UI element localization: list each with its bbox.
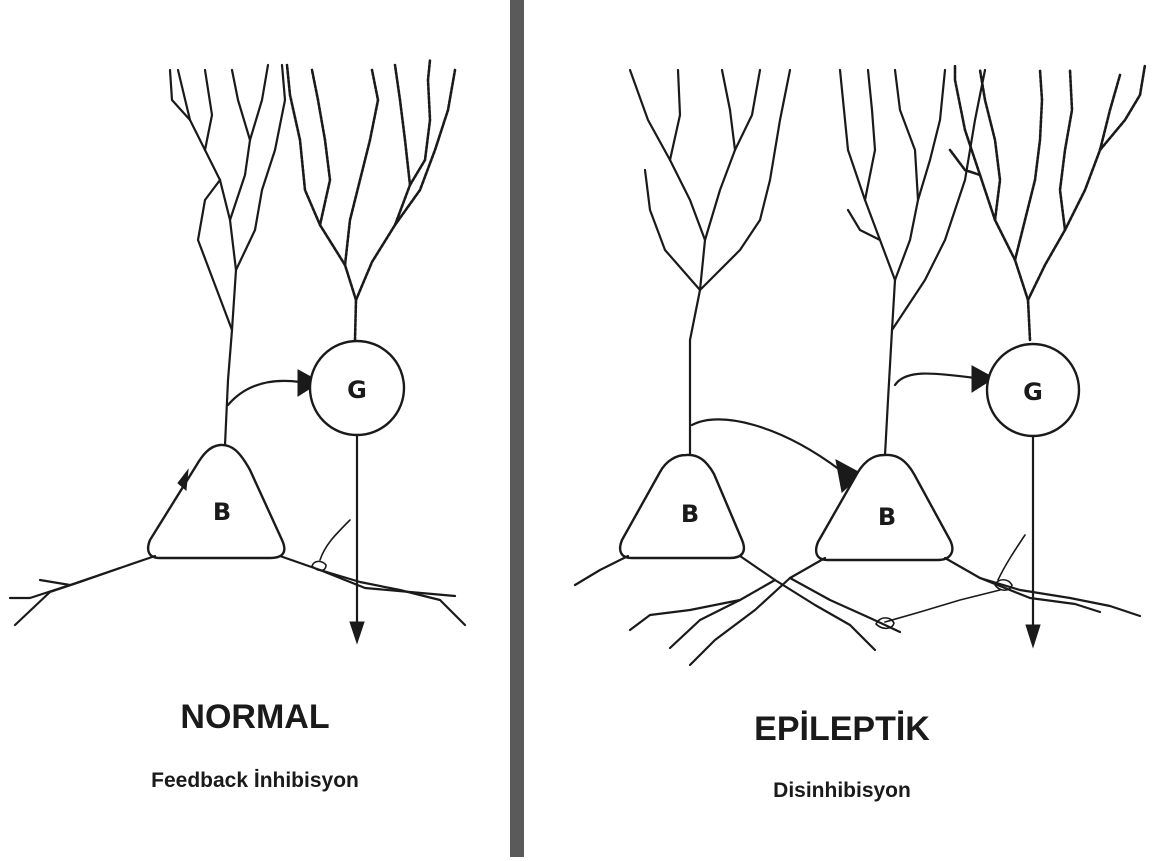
left-collateral-to-interneuron <box>228 381 300 405</box>
left-panel-title: NORMAL <box>180 698 329 736</box>
left-basal-dendrites <box>10 556 465 625</box>
left-feedback-axon <box>320 520 350 560</box>
right-interneuron-label: G <box>1023 378 1043 406</box>
right-pyramidal-2-label: B <box>878 503 896 531</box>
right-feedback-axon <box>998 535 1025 580</box>
left-panel: G B NORMAL Feedback İnhibisyon <box>10 60 465 792</box>
right-interneuron-dendrites <box>950 65 1145 340</box>
right-basal-dendrites <box>575 556 1140 665</box>
right-panel-title: EPİLEPTİK <box>754 710 930 748</box>
panel-divider <box>510 0 524 857</box>
right-axon-arrowhead <box>1026 625 1040 647</box>
right-panel: G B B EPİLEPTİK Disinhibisyon <box>575 65 1145 802</box>
left-interneuron-dendrites <box>287 60 455 340</box>
right-feedback-branch <box>885 590 1000 622</box>
left-pyramidal-synapse <box>178 470 188 490</box>
left-pyramidal-dendrites <box>170 65 285 445</box>
left-panel-subtitle: Feedback İnhibisyon <box>151 769 359 792</box>
right-panel-subtitle: Disinhibisyon <box>773 779 911 802</box>
left-pyramidal-label: B <box>213 498 231 526</box>
left-interneuron-label: G <box>347 376 367 404</box>
right-collateral-to-interneuron <box>895 374 975 385</box>
right-recurrent-excitatory-collateral <box>692 419 840 470</box>
right-pyramidal-1-label: B <box>681 500 699 528</box>
left-axon-arrowhead <box>350 622 364 643</box>
right-pyramidal-2-dendrites <box>840 70 985 455</box>
right-pyramidal-1-dendrites <box>630 70 790 455</box>
